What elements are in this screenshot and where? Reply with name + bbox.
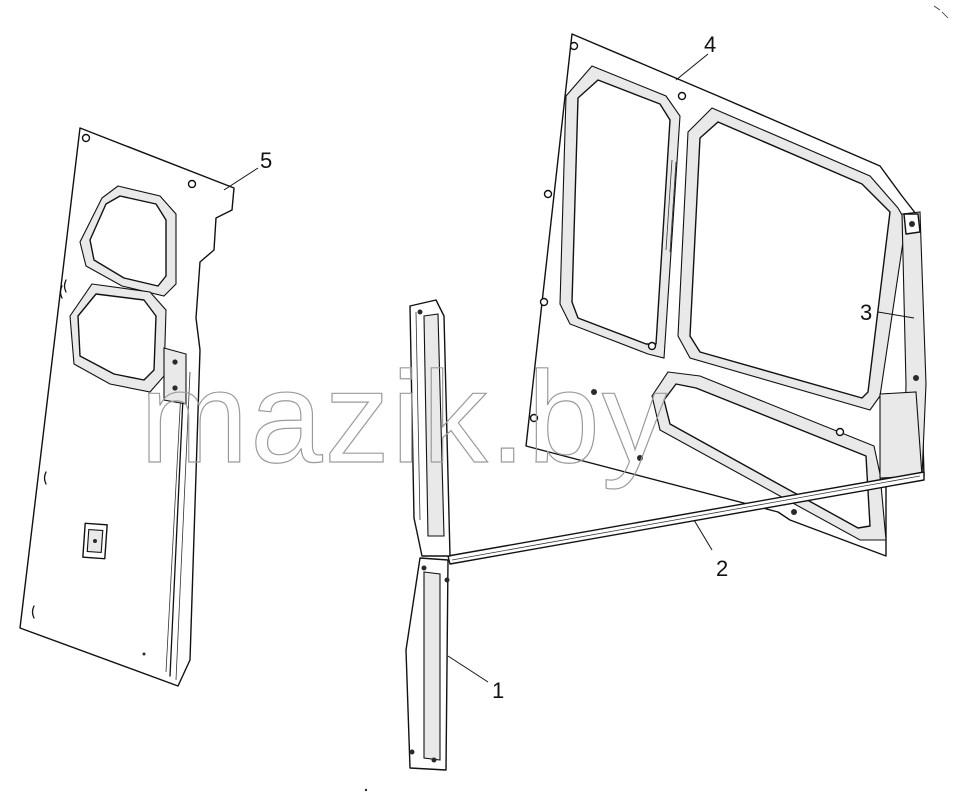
callouts: 1 2 3 4 5: [223, 32, 915, 703]
part-2-bottom-sill: [447, 471, 925, 565]
leader-4: [675, 53, 709, 81]
watermark: mazik.by: [140, 344, 669, 490]
callout-1: 1: [492, 678, 504, 703]
leader-1: [447, 655, 489, 683]
leader-2: [693, 519, 713, 551]
callout-5: 5: [260, 148, 272, 173]
leader-5: [223, 167, 259, 191]
callout-3: 3: [860, 300, 872, 325]
callout-2: 2: [716, 556, 728, 581]
part-5-side-panel: [19, 127, 235, 687]
part-1-left-pillar: [364, 299, 451, 792]
leader-3: [877, 311, 915, 319]
callout-4: 4: [704, 32, 716, 57]
part-3-right-post: [879, 211, 927, 479]
part-4-rear-panel: [525, 33, 925, 557]
corner-mark: [933, 5, 949, 19]
